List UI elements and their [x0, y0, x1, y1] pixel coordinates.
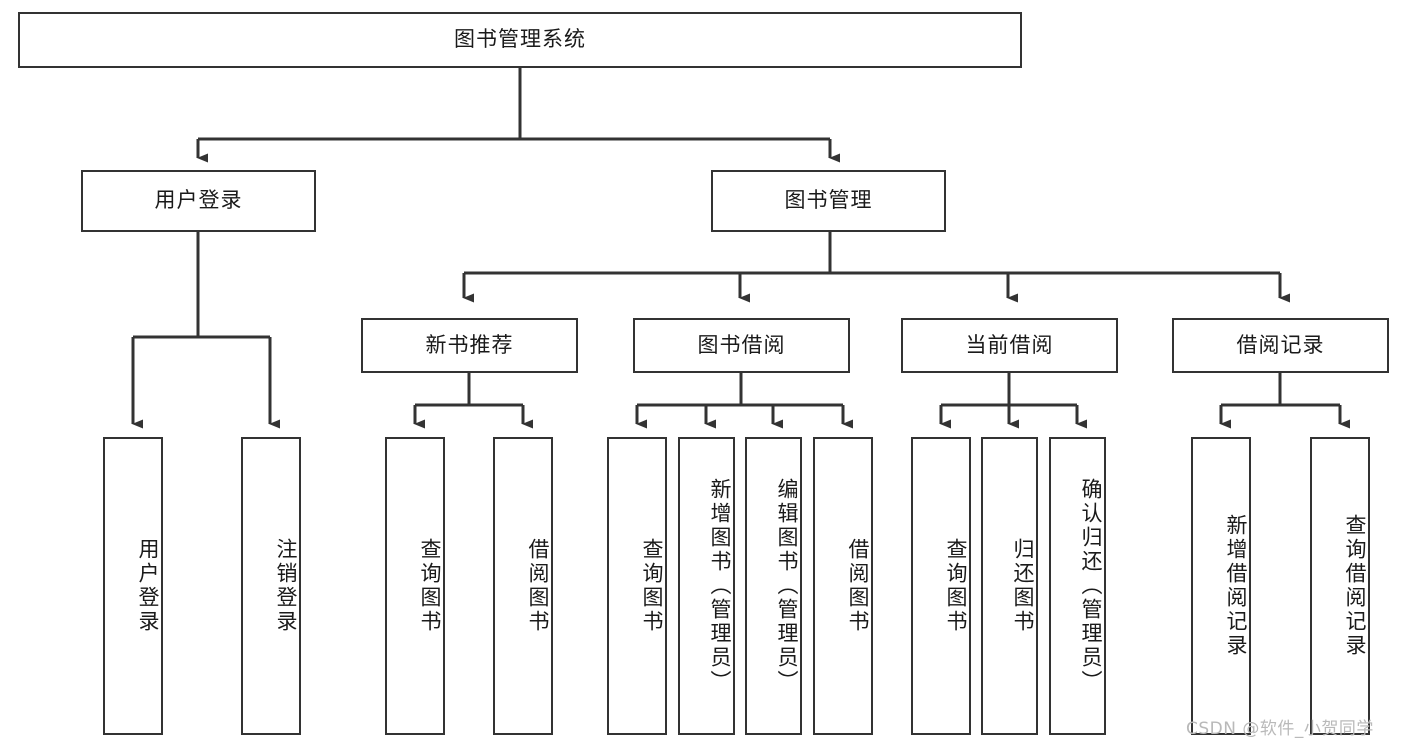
node-label: 图书借阅 [697, 332, 786, 357]
node-leaf-query-book-current[interactable]: 查询图书 [911, 437, 971, 735]
node-leaf-borrow-book-recommend[interactable]: 借阅图书 [493, 437, 553, 735]
node-borrow-record[interactable]: 借阅记录 [1172, 318, 1389, 373]
csdn-watermark: CSDN @软件_小贺同学 [1186, 719, 1374, 739]
node-label: 借阅记录 [1236, 332, 1325, 357]
node-leaf-add-book-admin[interactable]: 新增图书（管理员） [678, 437, 735, 735]
node-label: 图书管理 [784, 188, 873, 213]
node-label: 用户登录 [136, 538, 160, 634]
node-label: 归还图书 [1011, 538, 1035, 634]
node-leaf-edit-book-admin[interactable]: 编辑图书（管理员） [745, 437, 802, 735]
node-book-borrow[interactable]: 图书借阅 [633, 318, 850, 373]
node-label: 用户登录 [154, 188, 243, 213]
node-label: 确认归还（管理员） [1079, 478, 1103, 694]
node-root-book-management-system[interactable]: 图书管理系统 [18, 12, 1022, 68]
node-label: 编辑图书（管理员） [775, 478, 799, 694]
node-leaf-query-borrow-record[interactable]: 查询借阅记录 [1310, 437, 1370, 735]
node-leaf-confirm-return-admin[interactable]: 确认归还（管理员） [1049, 437, 1106, 735]
node-leaf-query-book-recommend[interactable]: 查询图书 [385, 437, 445, 735]
node-new-book-recommend[interactable]: 新书推荐 [361, 318, 578, 373]
node-label: 借阅图书 [846, 538, 870, 634]
node-label: 查询借阅记录 [1343, 514, 1367, 658]
node-book-management[interactable]: 图书管理 [711, 170, 946, 232]
node-leaf-add-borrow-record[interactable]: 新增借阅记录 [1191, 437, 1251, 735]
node-label: 借阅图书 [526, 538, 550, 634]
node-leaf-user-login[interactable]: 用户登录 [103, 437, 163, 735]
node-leaf-borrow-book-borrow[interactable]: 借阅图书 [813, 437, 873, 735]
node-label: 查询图书 [944, 538, 968, 634]
node-leaf-logout-login[interactable]: 注销登录 [241, 437, 301, 735]
node-user-login[interactable]: 用户登录 [81, 170, 316, 232]
node-label: 图书管理系统 [454, 27, 586, 52]
node-label: 查询图书 [418, 538, 442, 634]
node-label: 查询图书 [640, 538, 664, 634]
node-current-borrow[interactable]: 当前借阅 [901, 318, 1118, 373]
node-label: 新增借阅记录 [1224, 514, 1248, 658]
node-label: 新增图书（管理员） [708, 478, 732, 694]
node-label: 新书推荐 [425, 332, 514, 357]
node-leaf-query-book-borrow[interactable]: 查询图书 [607, 437, 667, 735]
node-label: 注销登录 [274, 538, 298, 634]
node-label: 当前借阅 [965, 332, 1054, 357]
node-leaf-return-book[interactable]: 归还图书 [981, 437, 1038, 735]
